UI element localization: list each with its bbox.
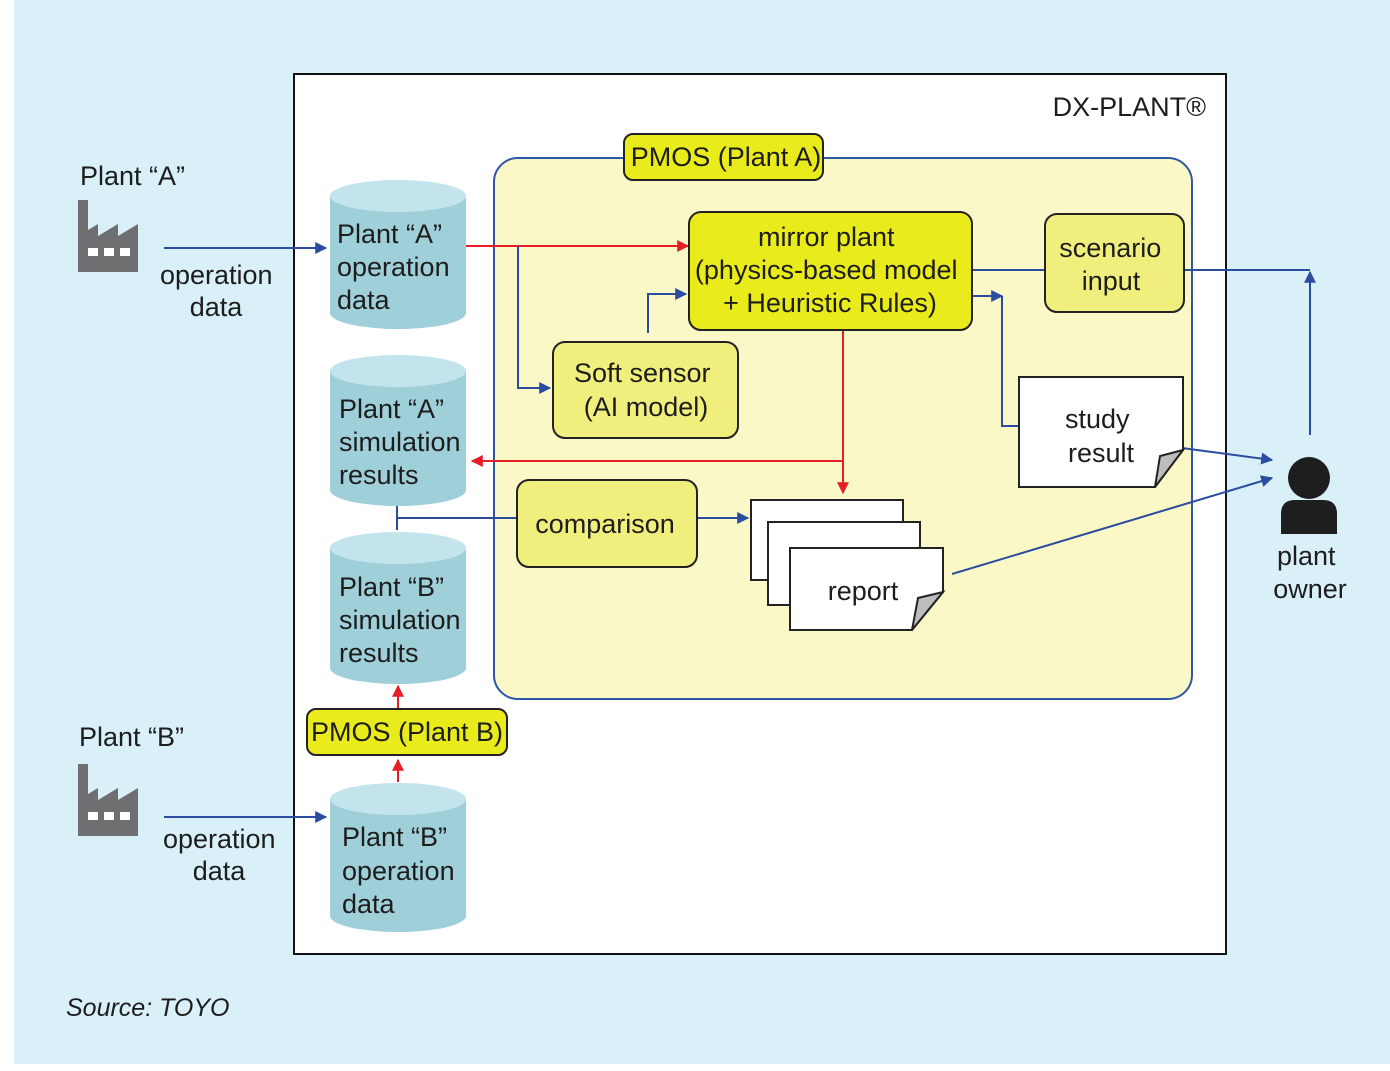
plant-b-name: Plant “B” — [79, 722, 184, 752]
svg-text:simulation: simulation — [339, 427, 461, 457]
svg-text:comparison: comparison — [535, 509, 675, 539]
svg-text:data: data — [342, 889, 396, 919]
pmos-plant-b-box — [306, 708, 508, 756]
plant-owner-label: plant owner — [1273, 541, 1347, 604]
comparison-box: comparison — [516, 479, 698, 568]
svg-text:Soft sensor (AI model): Soft sensor (AI model) — [574, 358, 718, 422]
system-title: DX-PLANT® — [1053, 92, 1207, 122]
factory-icon — [78, 764, 138, 836]
svg-text:data: data — [337, 285, 391, 315]
db-plant-b-simulation-results: Plant “B” simulation results — [330, 532, 466, 684]
plant-a-name: Plant “A” — [80, 161, 185, 191]
svg-text:Plant “B”: Plant “B” — [339, 572, 444, 602]
arrow-db-to-soft-sensor — [517, 246, 552, 394]
svg-text:Plant “A”: Plant “A” — [339, 394, 444, 424]
document-icon — [1154, 448, 1186, 488]
study-result-document: study result — [1018, 376, 1186, 488]
report-document-stack: report — [750, 499, 946, 631]
svg-text:operation: operation — [337, 252, 450, 282]
arrow-report-to-owner — [951, 475, 1274, 575]
factory-icon — [78, 200, 138, 272]
svg-text:report: report — [828, 576, 899, 606]
soft-sensor-box: Soft sensor (AI model) — [552, 341, 739, 439]
document-icon — [911, 590, 946, 631]
svg-text:study result: study result — [1065, 404, 1137, 468]
person-icon — [1281, 457, 1337, 534]
db-plant-a-operation-data: Plant “A” operation data — [330, 180, 466, 329]
plant-b-data-label: operation data — [163, 824, 283, 886]
svg-text:simulation: simulation — [339, 605, 461, 635]
pmos-plant-a-tag — [623, 133, 824, 181]
svg-text:results: results — [339, 638, 419, 668]
pmos-plant-b-label: PMOS (Plant B) — [311, 717, 503, 747]
mirror-plant-box: mirror plant (physics-based model + Heur… — [688, 211, 973, 331]
db-plant-a-simulation-results: Plant “A” simulation results — [330, 355, 466, 506]
svg-text:mirror plant (physics-ba: mirror plant (physics-based model + Heur… — [695, 222, 965, 318]
svg-text:operation: operation — [342, 856, 455, 886]
plant-a-data-label: operation data — [160, 260, 280, 322]
source-note: Source: TOYO — [66, 994, 230, 1022]
svg-text:results: results — [339, 460, 419, 490]
pmos-plant-a-label: PMOS (Plant A) — [631, 142, 822, 172]
db-plant-b-operation-data: Plant “B” operation data — [330, 783, 466, 932]
arrow-study-result-to-owner — [1181, 447, 1274, 465]
line-to-study-result — [1001, 296, 1019, 427]
scenario-input-box: scenario input — [1044, 213, 1185, 313]
svg-text:Plant “A”: Plant “A” — [337, 219, 442, 249]
arrow-soft-sensor-to-mirror-plant — [647, 288, 688, 333]
svg-text:scenario input: scenario input — [1059, 233, 1169, 296]
svg-text:Plant “B”: Plant “B” — [342, 822, 447, 852]
